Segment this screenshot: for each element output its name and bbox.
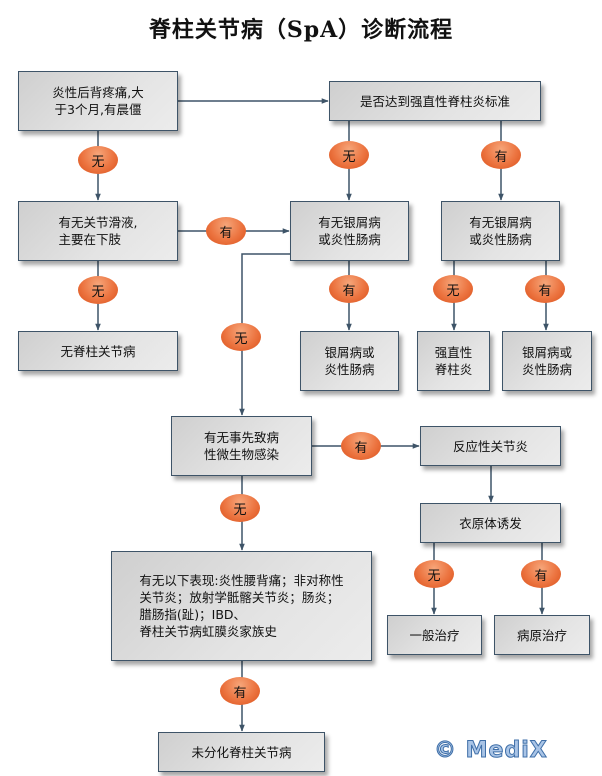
node-text: 银屑病或 炎性肠病 [324,345,375,377]
node-text: 炎性后背疼痛,大 于3个月,有晨僵 [52,85,144,117]
node-text: 有无以下表现:炎性腰背痛；非对称性 关节炎；放射学骶髂关节炎；肠炎； 腊肠指(趾… [139,573,344,639]
node-pathogen-treatment: 病原治疗 [494,615,590,655]
node-no-spa: 无脊柱关节病 [18,331,178,371]
node-result-psoriasis-ibd-2: 银屑病或 炎性肠病 [502,331,592,391]
node-text: 是否达到强直性脊柱炎标准 [359,93,510,109]
label-no: 无 [78,146,118,174]
edge-pso-mid-to-infection [239,253,290,416]
node-prior-infection: 有无事先致病 性微生物感染 [171,416,312,476]
node-text: 未分化脊柱关节病 [191,744,292,760]
node-text: 有无银屑病 或炎性肠病 [469,215,532,247]
node-text: 一般治疗 [409,627,460,643]
label-yes: 有 [521,560,561,588]
node-result-ankylosing-spondylitis: 强直性 脊柱炎 [417,331,490,391]
node-text: 有无关节滑液, 主要在下肢 [58,215,138,247]
label-no: 无 [414,560,454,588]
node-general-treatment: 一般治疗 [387,615,482,655]
medix-logo: © MediX [434,738,548,764]
node-psoriasis-ibd-mid: 有无银屑病 或炎性肠病 [290,201,409,261]
node-text: 银屑病或 炎性肠病 [521,345,572,377]
label-yes: 有 [206,217,246,245]
node-chlamydia-induced: 衣原体诱发 [420,503,561,543]
node-result-psoriasis-ibd-1: 银屑病或 炎性肠病 [300,331,399,391]
node-text: 强直性 脊柱炎 [434,345,473,377]
page-title: 脊柱关节病（SpA）诊断流程 [148,17,454,43]
node-synovitis: 有无关节滑液, 主要在下肢 [18,201,178,261]
node-inflammatory-back-pain: 炎性后背疼痛,大 于3个月,有晨僵 [18,71,178,131]
node-text: 有无事先致病 性微生物感染 [203,430,279,462]
label-yes: 有 [220,677,260,705]
label-yes: 有 [329,275,369,303]
node-reactive-arthritis: 反应性关节炎 [420,426,561,466]
node-text: 病原治疗 [516,627,567,643]
node-clinical-features: 有无以下表现:炎性腰背痛；非对称性 关节炎；放射学骶髂关节炎；肠炎； 腊肠指(趾… [111,551,372,661]
node-as-criteria: 是否达到强直性脊柱炎标准 [329,81,541,121]
label-no: 无 [78,276,118,304]
label-yes: 有 [341,432,381,460]
node-undifferentiated-spa: 未分化脊柱关节病 [158,732,325,772]
node-text: 衣原体诱发 [459,515,522,531]
label-no: 无 [329,141,369,169]
label-no: 无 [220,494,260,522]
node-text: 有无银屑病 或炎性肠病 [318,215,381,247]
node-text: 反应性关节炎 [452,438,528,454]
label-no: 无 [221,323,261,351]
label-yes: 有 [525,275,565,303]
node-psoriasis-ibd-right: 有无银屑病 或炎性肠病 [441,201,560,261]
label-yes: 有 [481,141,521,169]
node-text: 无脊柱关节病 [60,343,136,359]
label-no: 无 [433,275,473,303]
